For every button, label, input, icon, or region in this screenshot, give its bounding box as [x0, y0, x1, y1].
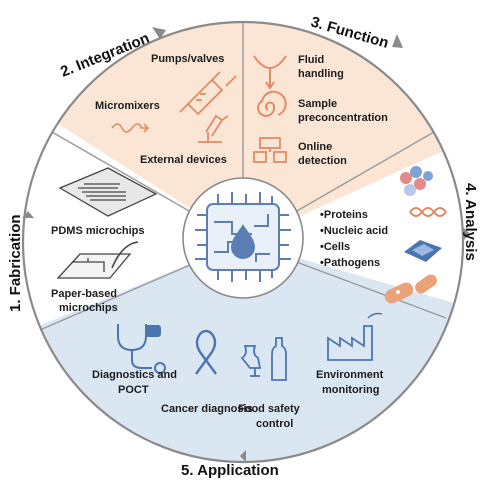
- micromixer-icon: [111, 123, 150, 133]
- application-item-diagnostics-line1: Diagnostics and: [92, 369, 177, 381]
- analysis-title: 4. Analysis: [462, 183, 479, 261]
- ribbon-icon: [195, 329, 217, 375]
- function-item-online-line2: detection: [298, 155, 347, 167]
- application-item-food-line2: control: [256, 418, 293, 430]
- function-item-sample-line2: preconcentration: [298, 112, 388, 124]
- application-item-food-line1: Food safety: [238, 403, 301, 415]
- bacteria-icon: [384, 274, 437, 304]
- ring-arrow-top: [152, 27, 166, 39]
- function-item-sample-line1: Sample: [298, 98, 337, 110]
- integration-item-micromixers: Micromixers: [95, 100, 160, 112]
- ring-arrow-right: [463, 227, 470, 241]
- analysis-item-pathogens: •Pathogens: [320, 257, 380, 269]
- spiral-icon: [257, 90, 287, 117]
- microscope-icon: [198, 114, 229, 143]
- analysis-item-nucleic: •Nucleic acid: [320, 225, 388, 237]
- ring-arrow-bottom: [240, 450, 246, 462]
- fabrication-item-pdms: PDMS microchips: [51, 225, 145, 237]
- integration-item-external: External devices: [140, 154, 227, 166]
- protein-icon: [400, 166, 433, 196]
- dna-icon: [409, 207, 447, 217]
- ring-arrow-right-top: [392, 34, 403, 48]
- integration-item-pumps: Pumps/valves: [151, 53, 224, 65]
- pdms-chip-icon: [58, 167, 158, 217]
- application-title: 5. Application: [181, 462, 279, 479]
- outer-ring: [21, 20, 465, 464]
- fabrication-item-paper-line1: Paper-based: [51, 288, 117, 300]
- function-item-fluid-line1: Fluid: [298, 54, 324, 66]
- stethoscope-icon: [117, 324, 166, 374]
- application-item-environment-line2: monitoring: [322, 384, 379, 396]
- fabrication-item-paper-line2: microchips: [59, 302, 118, 314]
- cell-icon: [404, 240, 442, 262]
- function-item-fluid-line2: handling: [298, 68, 344, 80]
- microfluidic-chip-drop-icon: [195, 192, 291, 282]
- fluid-junction-icon: [253, 55, 287, 90]
- bottle-glass-icon: [240, 337, 287, 381]
- syringe-pump-icon: [179, 71, 237, 116]
- analysis-item-proteins: •Proteins: [320, 209, 368, 221]
- application-item-environment-line1: Environment: [316, 369, 384, 381]
- application-item-cancer: Cancer diagnosis: [161, 403, 253, 415]
- fabrication-title: 1. Fabrication: [7, 214, 24, 312]
- application-item-diagnostics-line2: POCT: [118, 384, 149, 396]
- detector-icon: [253, 137, 287, 163]
- ring-arrow-left: [22, 211, 34, 218]
- function-item-online-line1: Online: [298, 141, 332, 153]
- analysis-item-cells: •Cells: [320, 241, 350, 253]
- paper-chip-icon: [56, 241, 139, 279]
- factory-icon: [327, 312, 383, 361]
